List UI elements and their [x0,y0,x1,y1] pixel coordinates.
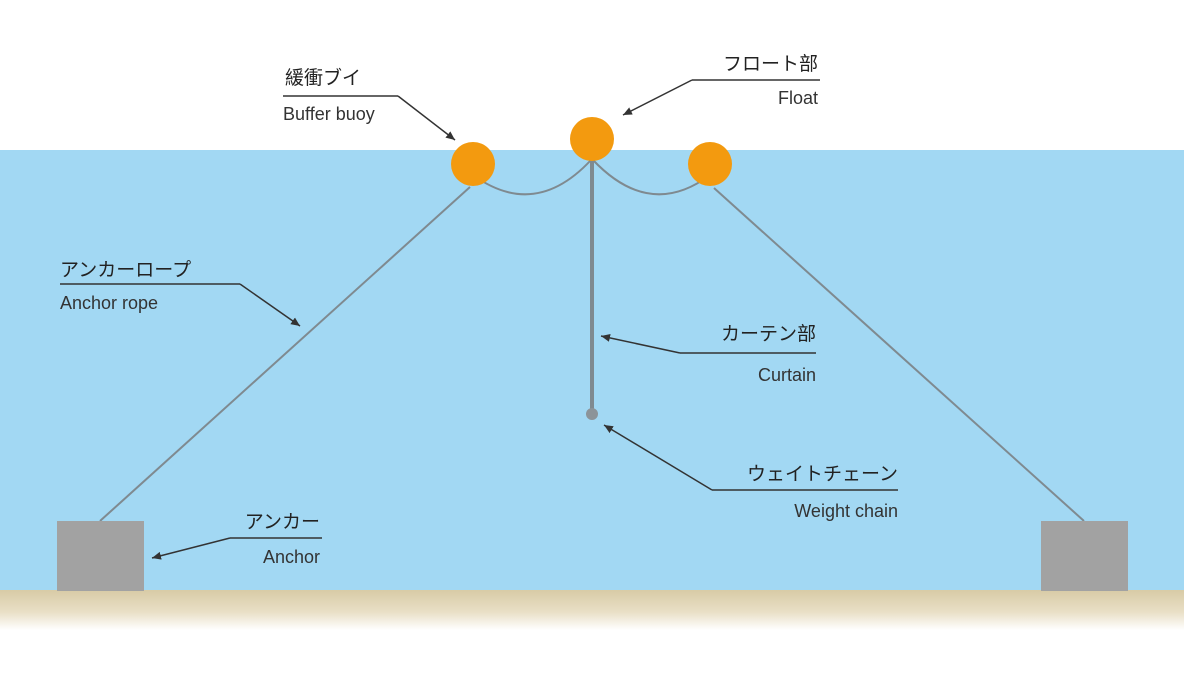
float-en: Float [778,88,818,108]
label-buffer-buoy: 緩衝ブイ Buffer buoy [283,66,456,141]
weight-chain-en: Weight chain [794,501,898,521]
weight-chain-dot [586,408,598,420]
buffer-buoy-en: Buffer buoy [283,104,375,124]
label-anchor: アンカー Anchor [151,511,322,567]
anchor-block-right [1041,521,1128,591]
anchor-rope-right [713,187,1085,522]
label-curtain: カーテン部 Curtain [600,323,816,385]
curtain-ja: カーテン部 [721,323,816,345]
anchor-leader [151,537,231,560]
label-float: フロート部 Float [622,53,820,116]
float-buoy [570,117,614,161]
anchor-rope-leader [239,283,301,327]
label-anchor-rope: アンカーロープ Anchor rope [60,259,301,327]
seabed [0,590,1184,630]
buffer-buoy-leader [397,95,456,141]
anchor-ja: アンカー [245,511,320,533]
buffer-buoy-left [451,142,495,186]
weight-chain-leader [603,424,713,491]
buoy-link-right [592,159,711,196]
anchor-rope-en: Anchor rope [60,293,158,313]
buffer-buoy-ja: 緩衝ブイ [285,66,361,89]
curtain-en: Curtain [758,365,816,385]
curtain-leader [600,333,681,354]
buffer-buoy-right [688,142,732,186]
anchor-block-left [57,521,144,591]
anchor-rope-left [99,186,471,522]
float-ja: フロート部 [723,53,818,75]
buoy-link-left [472,159,592,196]
weight-chain-ja: ウェイトチェーン [747,463,898,485]
anchor-rope-ja: アンカーロープ [60,259,191,281]
label-weight-chain: ウェイトチェーン Weight chain [603,424,898,521]
anchor-en: Anchor [263,547,320,567]
float-leader [622,79,693,116]
